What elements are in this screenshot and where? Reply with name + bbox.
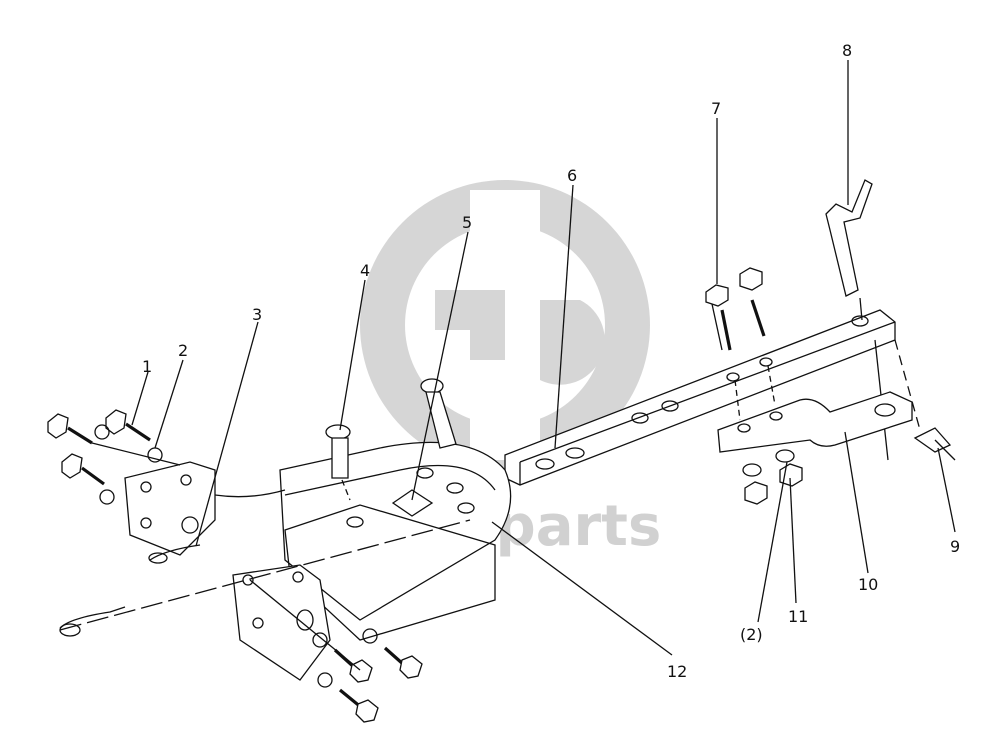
left-bolts [47,409,181,505]
nuts-and-washers [742,449,803,505]
callout-7: 7 [711,99,721,118]
handle-pin [825,179,921,431]
bolt [105,409,151,442]
swivel-mount [279,441,512,641]
callout-9: 9 [950,537,960,556]
hitch-pin [59,519,471,637]
bolt [61,453,105,486]
bolt [47,413,93,445]
drawbar-bolts [705,267,776,421]
callout-3: 3 [252,305,262,324]
callout-8: 8 [842,41,852,60]
callout-4: 4 [360,261,370,280]
callout-2-paren: (2) [740,625,763,644]
left-bracket [124,461,286,556]
lower-bracket [232,564,331,681]
callout-10: 10 [858,575,878,594]
callout-5: 5 [462,213,472,232]
callout-12: 12 [667,662,687,681]
callout-11: 11 [788,607,808,626]
callout-6: 6 [567,166,577,185]
lower-bolts [249,579,423,723]
callout-1: 1 [142,357,152,376]
callout-labels: 1 2 3 4 5 6 7 8 9 10 (2) 11 12 [142,41,960,681]
clevis-plate [717,391,913,453]
leader-lines [131,60,956,656]
pin-4 [325,424,351,501]
spring-clip [913,427,956,461]
pin-5 [420,378,457,449]
callout-2: 2 [178,341,188,360]
